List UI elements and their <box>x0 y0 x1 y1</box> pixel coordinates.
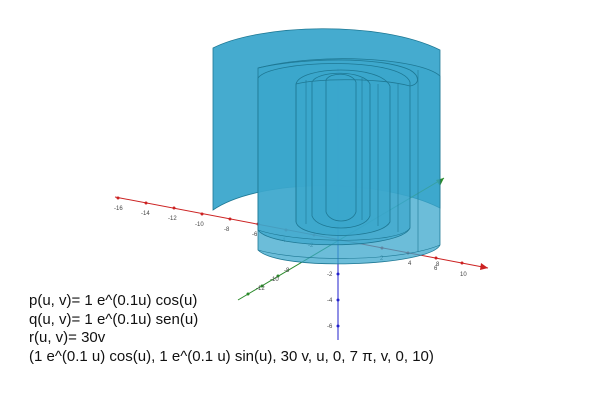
z-tick-label: -2 <box>327 272 333 278</box>
x-tick-label: 10 <box>460 272 467 278</box>
x-tick-label: -10 <box>195 222 204 228</box>
formula-p: p(u, v)= 1 e^(0.1u) cos(u) <box>29 292 198 309</box>
x-tick-label: 6 <box>434 266 438 272</box>
formula-surface-command: (1 e^(0.1 u) cos(u), 1 e^(0.1 u) sin(u),… <box>29 347 434 365</box>
formula-q: q(u, v)= 1 e^(0.1u) sen(u) <box>29 310 199 328</box>
core-wall <box>325 73 357 222</box>
x-axis-arrow <box>480 263 488 270</box>
formula-r: r(u, v)= 30v <box>29 329 106 346</box>
x-tick-label: -12 <box>168 216 177 222</box>
top-rim <box>257 59 418 87</box>
z-axis-ticks <box>336 272 340 328</box>
x-tick-label: -16 <box>114 206 123 212</box>
formula-panel: p(u, v)= 1 e^(0.1u) cos(u) q(u, v)= 1 e^… <box>29 292 434 366</box>
y-tick-label: -12 <box>256 286 265 292</box>
y-tick-label: -10 <box>270 277 279 283</box>
x-tick-label: -14 <box>141 211 150 217</box>
x-tick-label: -8 <box>224 227 230 233</box>
z-tick-label: -6 <box>327 324 333 330</box>
x-tick-label: 4 <box>408 261 412 267</box>
y-tick-label: -8 <box>284 268 290 274</box>
surface-seams <box>257 70 441 259</box>
z-tick-label: -4 <box>327 298 333 304</box>
x-tick-label: -6 <box>252 232 258 238</box>
x-tick-label: 8 <box>436 262 440 268</box>
y-axis-ticks <box>246 274 280 296</box>
